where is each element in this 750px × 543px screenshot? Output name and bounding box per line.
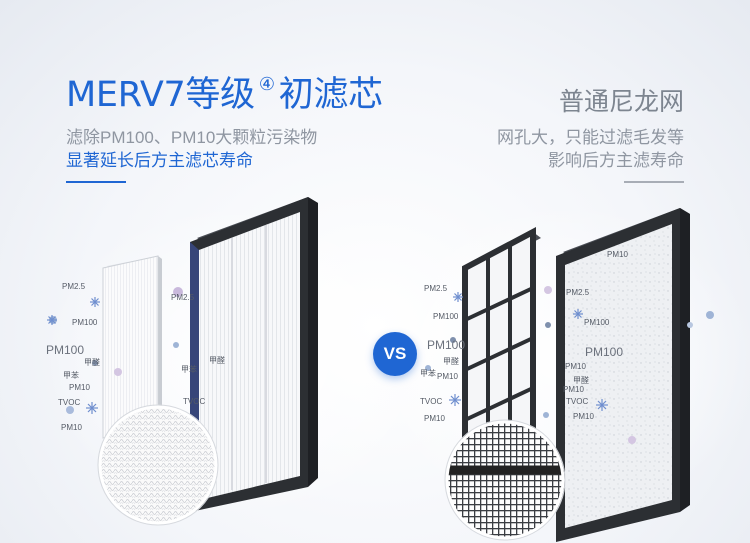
- particle-label: PM10: [563, 385, 584, 394]
- particle-label: PM2.5: [171, 293, 195, 302]
- nylon-description-2: 影响后方主滤寿命: [548, 151, 684, 170]
- particle-label: TVOC: [566, 397, 589, 406]
- main-filter-left: [190, 197, 318, 512]
- particle-label: PM2.5: [424, 284, 448, 293]
- main-filter-right: [556, 208, 690, 542]
- particle-label: PM10: [573, 412, 594, 421]
- particle-label: PM10: [61, 423, 82, 432]
- merv-description-2: 显著延长后方主滤芯寿命: [66, 151, 253, 170]
- particle-label: PM10: [565, 362, 586, 371]
- particle-label: PM10: [437, 372, 458, 381]
- particle-label: PM10: [69, 383, 90, 392]
- particle-label: 甲醛: [573, 376, 589, 385]
- particle-label: PM100: [584, 318, 610, 327]
- particle-label: PM10: [607, 250, 628, 259]
- vs-badge: VS: [373, 332, 417, 376]
- merv7-zoom-detail: [97, 404, 219, 526]
- nylon-description-1: 网孔大，只能过滤毛发等: [497, 128, 684, 147]
- particle-label: 甲醛: [209, 356, 225, 365]
- particle-label: 甲苯: [181, 365, 197, 374]
- particle-label: PM100: [46, 343, 85, 357]
- pollutant-dots: [49, 286, 714, 444]
- nylon-mesh-title: 普通尼龙网: [558, 88, 684, 116]
- particle-label: PM2.5: [566, 288, 590, 297]
- nylon-zoom-detail: [444, 419, 566, 541]
- particle-label: 甲苯: [63, 371, 79, 380]
- particle-label: 甲醛: [84, 358, 100, 367]
- footnote-mark: ④: [258, 74, 275, 95]
- particle-label: PM100: [585, 345, 624, 359]
- merv7-prefilter: [102, 255, 162, 439]
- particle-label: PM10: [424, 414, 445, 423]
- particle-label: PM100: [72, 318, 98, 327]
- particle-label: PM100: [427, 338, 466, 352]
- particle-label: 甲醛: [443, 357, 459, 366]
- particle-label: TVOC: [58, 398, 81, 407]
- particle-label: 甲苯: [420, 369, 436, 378]
- particle-label: PM2.5: [62, 282, 86, 291]
- particle-label: TVOC: [420, 397, 443, 406]
- merv-description-1: 滤除PM100、PM10大颗粒污染物: [66, 128, 318, 147]
- particle-label: TVOC: [183, 397, 206, 406]
- merv-divider: [66, 181, 126, 183]
- merv-title-main: MERV7等级: [66, 75, 255, 115]
- merv-title-tail: 初滤芯: [278, 75, 383, 115]
- snowflake-icons: [47, 292, 608, 414]
- nylon-divider: [624, 181, 684, 183]
- particle-label: PM100: [433, 312, 459, 321]
